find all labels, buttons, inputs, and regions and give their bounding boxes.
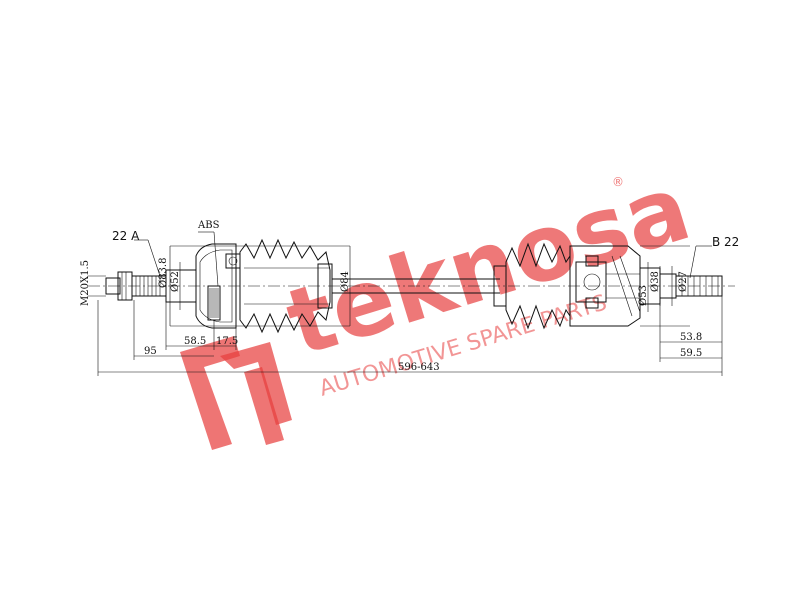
- teknosa-logo-watermark: teknosa AUTOMOTIVE SPARE PARTS ®: [180, 154, 701, 450]
- dim-58-5-label: 58.5: [184, 336, 206, 347]
- dimension-lines: [88, 231, 723, 376]
- outer-seat-diameter-label: Ø52: [170, 271, 181, 292]
- inner-cv-diameter-label: Ø53: [638, 285, 649, 306]
- spline-b-label: B 22: [712, 235, 739, 249]
- dim-59-5-label: 59.5: [680, 348, 702, 359]
- main-shaft: [332, 278, 500, 294]
- dim-95-label: 95: [144, 346, 157, 357]
- inner-shaft-38-label: Ø38: [650, 271, 661, 292]
- outer-cv-diameter-label: Ø83.8: [158, 258, 169, 288]
- inner-cv-housing: [569, 245, 641, 327]
- thread-label: M20X1.5: [80, 260, 91, 306]
- registered-mark: ®: [612, 175, 624, 189]
- abs-label: ABS: [197, 220, 220, 231]
- dim-total-label: 596-643: [398, 362, 440, 373]
- inner-shaft-27-label: Ø27: [678, 271, 689, 292]
- inner-stub-axle: [639, 267, 723, 305]
- dim-17-5-label: 17.5: [216, 336, 238, 347]
- spline-a-label: 22 A: [112, 229, 140, 243]
- dim-53-8-label: 53.8: [680, 332, 702, 343]
- boot-diameter-label: Ø84: [340, 271, 351, 292]
- teknosa-logo-mark: [180, 336, 292, 450]
